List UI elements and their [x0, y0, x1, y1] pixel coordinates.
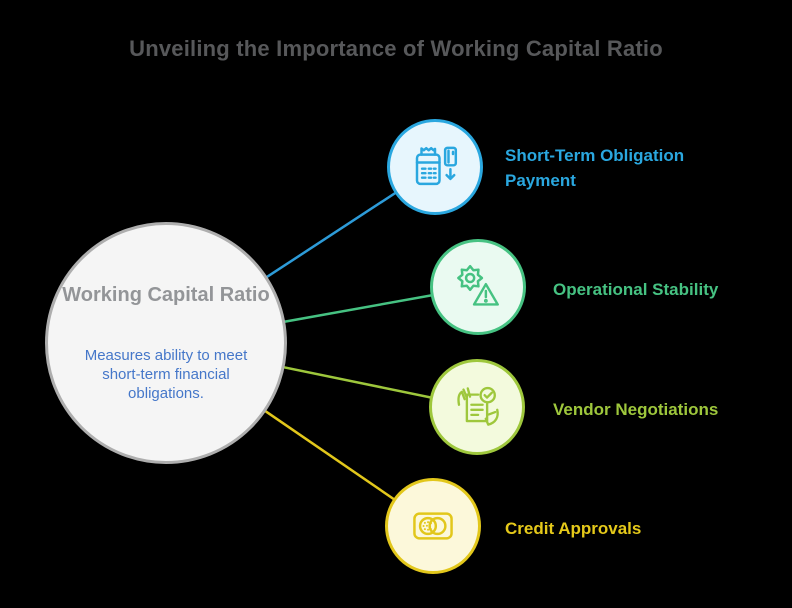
central-node-title: Working Capital Ratio: [62, 284, 270, 306]
payment-terminal-icon: [408, 140, 462, 194]
node-label-credit: Credit Approvals: [505, 519, 642, 538]
credit-card-icon: [406, 499, 460, 553]
central-node-subtitle: Measures ability to meet short-term fina…: [84, 347, 248, 402]
central-node: Working Capital Ratio Measures ability t…: [45, 222, 287, 464]
node-circle-credit: [385, 478, 481, 574]
node-circle-operational: [430, 239, 526, 335]
node-circle-vendor: [429, 359, 525, 455]
node-label-vendor: Vendor Negotiations: [553, 400, 719, 419]
node-label-operational: Operational Stability: [553, 280, 719, 299]
node-circle-short-term: [387, 119, 483, 215]
page-title: Unveiling the Importance of Working Capi…: [129, 36, 663, 61]
contract-hands-check-icon: [450, 380, 504, 434]
node-label-short-term: Short-Term Obligation Payment: [505, 146, 685, 190]
gear-warning-icon: [451, 260, 505, 314]
